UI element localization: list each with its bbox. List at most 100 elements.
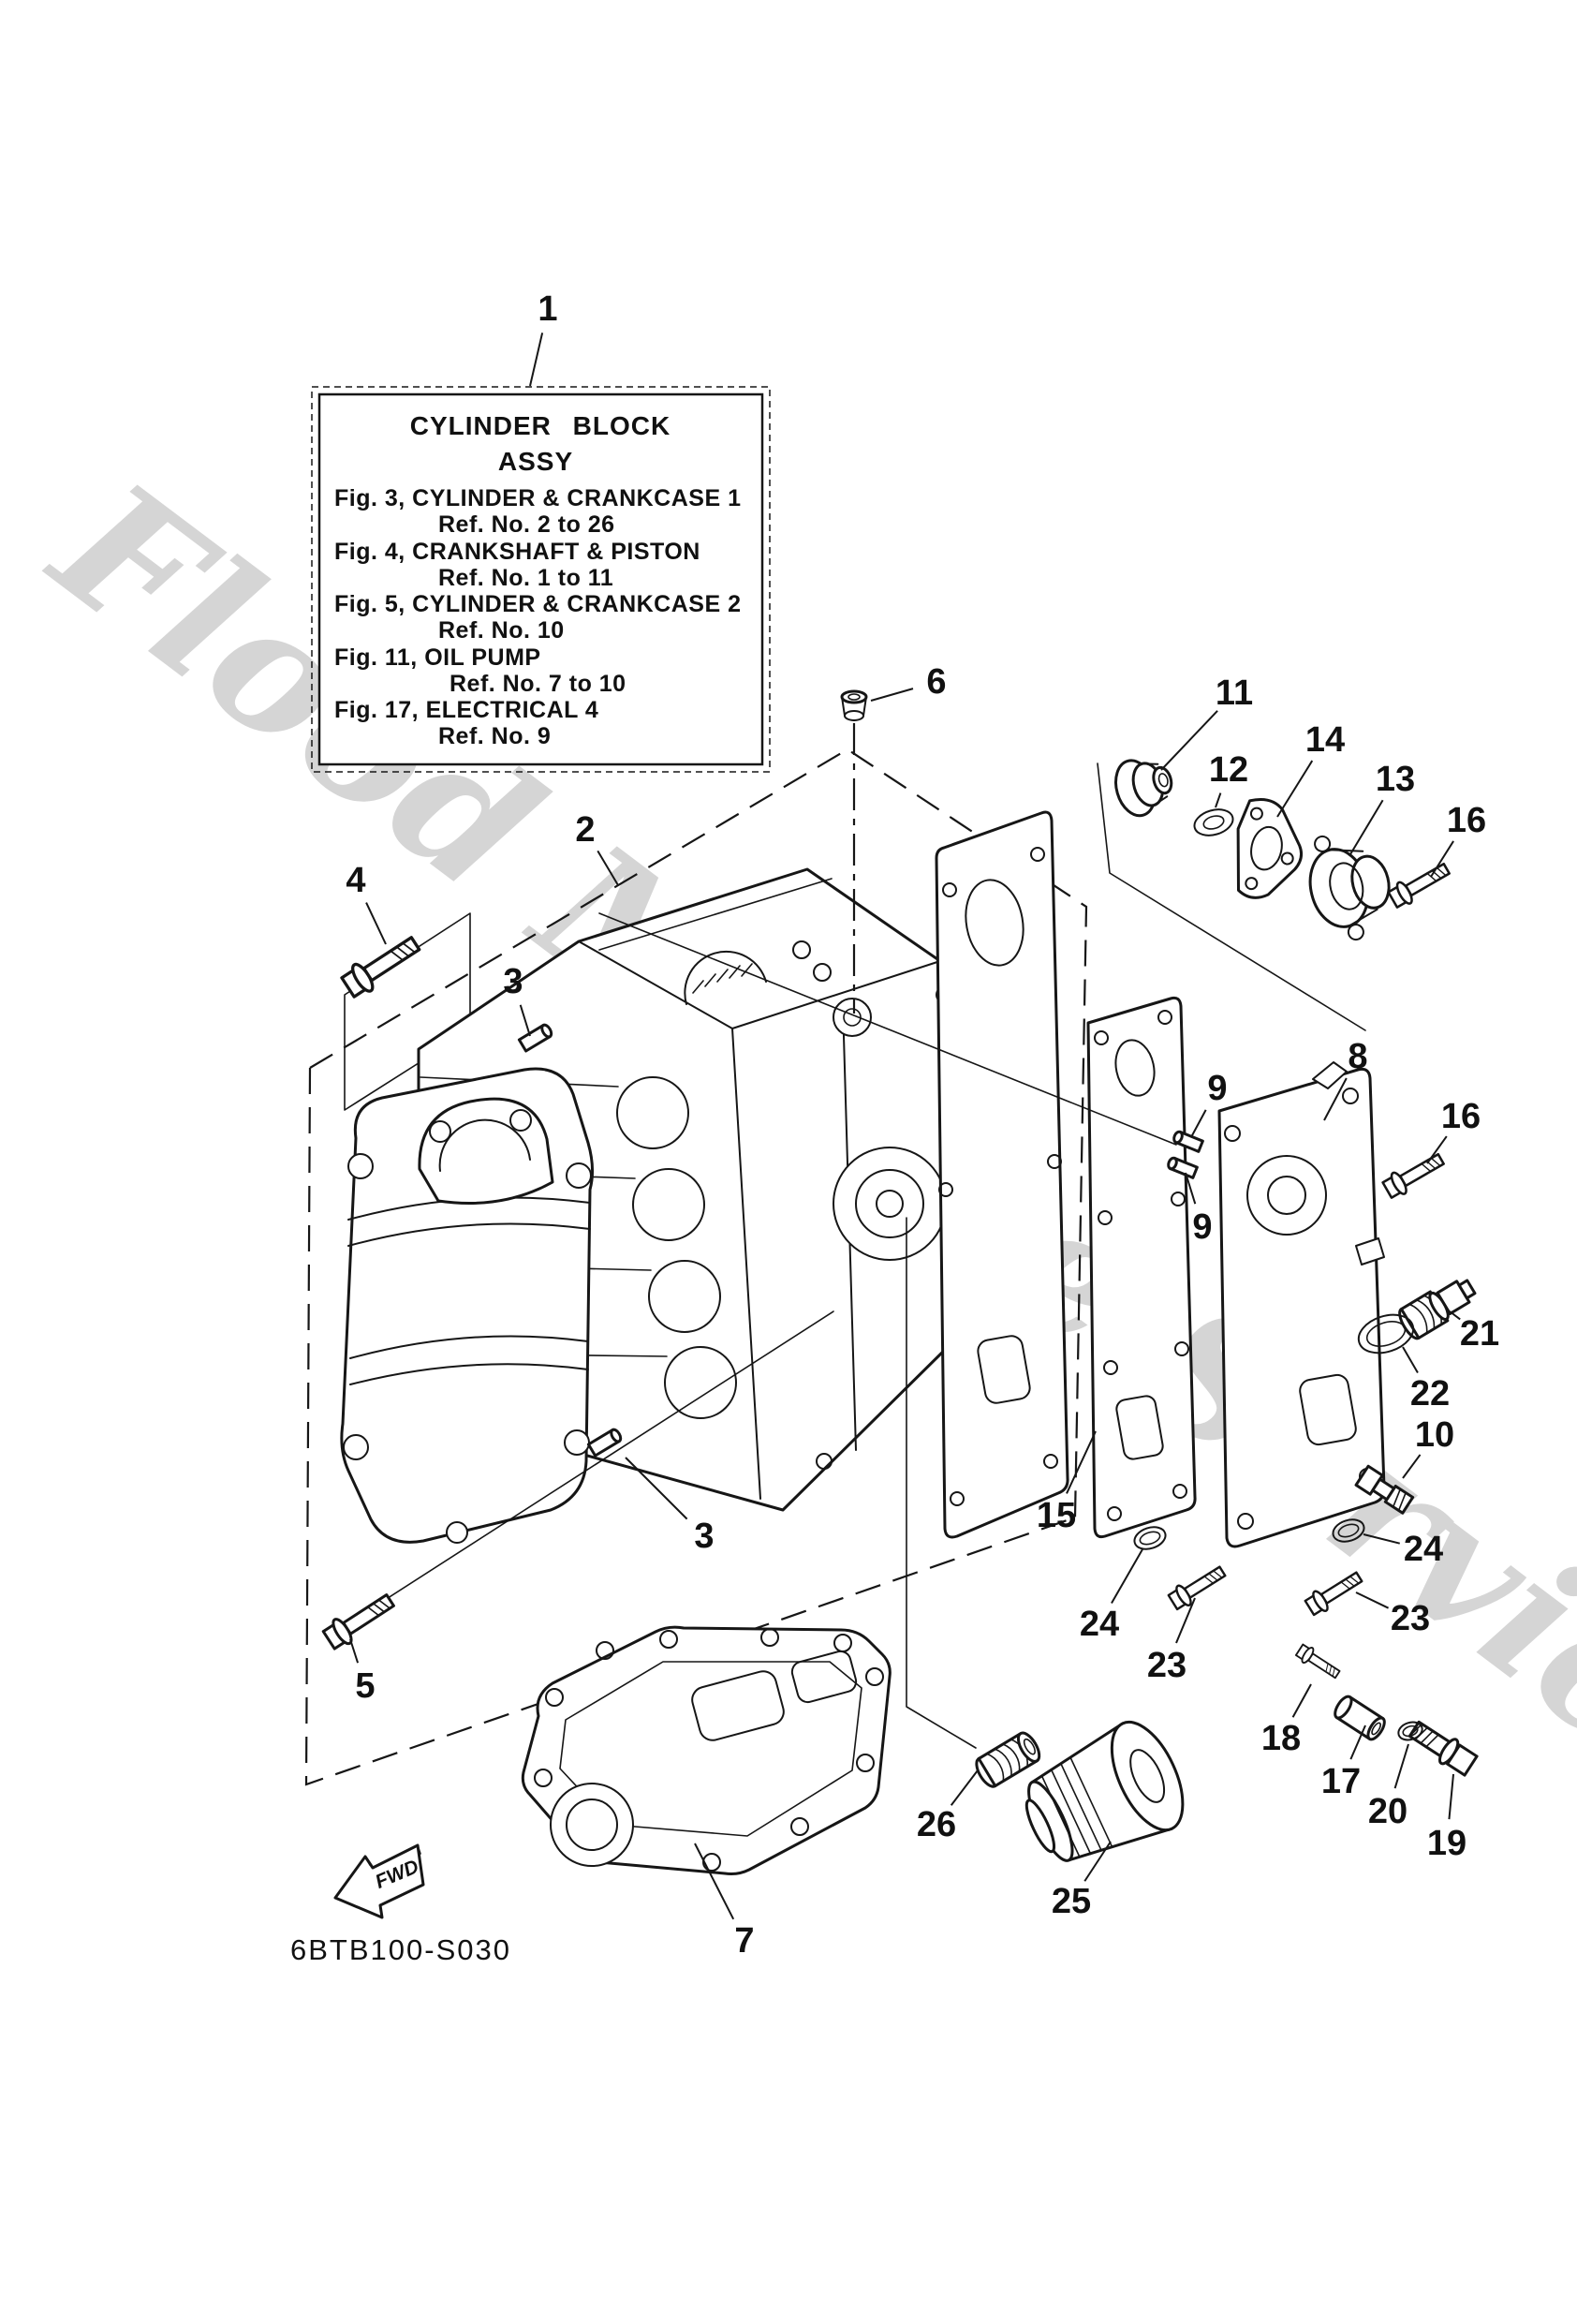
collar — [1334, 1695, 1386, 1741]
fig-entry: Fig. 3, CYLINDER & CRANKCASE 1 — [334, 485, 741, 511]
fig-entry: Fig. 11, OIL PUMP — [334, 644, 541, 671]
bolt — [340, 936, 421, 999]
ref-entry: Ref. No. 10 — [438, 617, 565, 644]
callout-leader — [1066, 1430, 1097, 1494]
callout-label: 11 — [1216, 674, 1253, 713]
callout-leader — [1190, 1109, 1207, 1138]
info-box-subtitle: ASSY — [498, 447, 573, 476]
callout-leader — [1355, 1591, 1390, 1609]
callout-label: 9 — [1207, 1069, 1227, 1108]
callout-leader — [1160, 710, 1218, 771]
callout-label: 24 — [1404, 1530, 1443, 1569]
ref-entry: Ref. No. 2 to 26 — [438, 511, 615, 538]
anode — [1167, 1156, 1199, 1179]
exhaust-gasket — [1086, 996, 1197, 1539]
drawing-code: 6BTB100-S030 — [290, 1933, 511, 1966]
callout-label: 7 — [734, 1921, 754, 1961]
callout-leader — [1402, 1346, 1419, 1374]
callout-leader — [1363, 1533, 1401, 1545]
callout-leader — [1111, 1548, 1143, 1604]
callout-label: 13 — [1376, 760, 1415, 799]
inner-plate — [935, 810, 1069, 1539]
callout-leader — [1430, 840, 1454, 878]
info-box-title: CYLINDER BLOCK — [410, 411, 671, 440]
oil-filter — [1024, 1720, 1185, 1862]
callout-leader — [1349, 799, 1384, 855]
callout-label: 5 — [355, 1666, 375, 1706]
o-ring — [1357, 1313, 1415, 1354]
bolt — [1381, 1152, 1445, 1199]
callout-label: 9 — [1192, 1207, 1212, 1247]
thermostat-washer — [1193, 808, 1234, 836]
callout-label: 17 — [1321, 1762, 1361, 1801]
callout-label: 20 — [1368, 1792, 1408, 1831]
fig-entry: Fig. 5, CYLINDER & CRANKCASE 2 — [334, 591, 741, 617]
callout-label: 10 — [1415, 1415, 1454, 1455]
callout-label: 6 — [926, 662, 946, 702]
callout-label: 15 — [1037, 1496, 1076, 1535]
dowel-pin — [517, 1023, 553, 1053]
callout-leader — [365, 902, 387, 945]
dowel-pin — [586, 1428, 623, 1458]
callout-leader — [950, 1769, 979, 1806]
callout-leader — [1175, 1597, 1196, 1644]
callout-label: 16 — [1441, 1097, 1481, 1136]
fwd-arrow-icon: FWD — [333, 1843, 425, 1919]
callout-leader — [1291, 1683, 1312, 1718]
o-ring — [1332, 1518, 1365, 1543]
callout-leader — [1185, 1172, 1197, 1205]
callout-leader — [1323, 1077, 1348, 1121]
cylinder-head-cover — [340, 1067, 595, 1544]
callout-label: 19 — [1427, 1824, 1466, 1863]
bolt — [1167, 1565, 1227, 1611]
thermostat-cover — [1308, 835, 1391, 941]
ref-entry: Ref. No. 1 to 11 — [438, 565, 613, 591]
o-ring — [1133, 1526, 1167, 1550]
callout-leader — [349, 1638, 360, 1664]
fig-entry: Fig. 17, ELECTRICAL 4 — [334, 697, 598, 723]
side-cover — [1217, 1061, 1386, 1548]
assembly-axis-lines — [355, 723, 1177, 1749]
callout-leader — [870, 688, 914, 702]
callout-label: 2 — [575, 810, 595, 850]
o-ring — [1397, 1721, 1423, 1741]
callout-leader — [1276, 760, 1314, 818]
callout-leader — [529, 333, 544, 387]
callout-leader — [625, 1457, 688, 1520]
callout-label: 24 — [1080, 1605, 1119, 1644]
callout-leader — [1083, 1841, 1112, 1882]
callout-label: 21 — [1460, 1314, 1499, 1354]
blind-plug — [840, 689, 868, 721]
bolt — [321, 1593, 395, 1650]
callout-label: 3 — [694, 1517, 714, 1556]
callout-label: 4 — [346, 861, 365, 900]
callout-leader — [1426, 1135, 1448, 1164]
bolt — [1387, 862, 1451, 909]
callout-leader — [1402, 1454, 1422, 1479]
callout-label: 3 — [503, 962, 523, 1001]
callout-label: 14 — [1305, 720, 1345, 760]
info-box: CYLINDER BLOCK ASSY Fig. 3, CYLINDER & C… — [311, 386, 771, 773]
callout-label: 26 — [917, 1805, 956, 1844]
ref-entry: Ref. No. 7 to 10 — [450, 671, 626, 697]
callout-label: 25 — [1052, 1882, 1091, 1921]
callout-label: 8 — [1348, 1037, 1367, 1076]
callout-leader — [1448, 1773, 1454, 1820]
callout-leader — [1349, 1724, 1366, 1760]
fig-entry: Fig. 4, CRANKSHAFT & PISTON — [334, 539, 700, 565]
thermostat — [1114, 759, 1173, 818]
callout-label: 23 — [1391, 1599, 1430, 1638]
callout-label: 18 — [1261, 1719, 1301, 1758]
bolt — [1304, 1571, 1363, 1617]
callout-label: 1 — [538, 289, 557, 329]
callout-label: 22 — [1410, 1374, 1450, 1414]
screw-plug — [975, 1731, 1041, 1788]
plug — [1408, 1720, 1479, 1777]
callout-label: 16 — [1447, 801, 1486, 840]
callout-leader — [597, 850, 619, 886]
callout-leader — [519, 1004, 531, 1037]
callout-leader — [1215, 792, 1222, 808]
